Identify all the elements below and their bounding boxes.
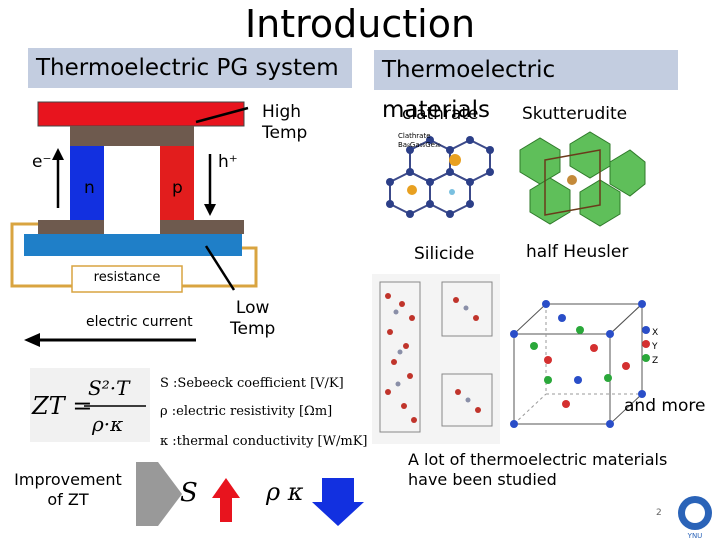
high-temp-pointer (195, 106, 249, 124)
and-more-label: and more (624, 396, 706, 416)
improvement-label: Improvement of ZT (14, 470, 122, 509)
current-arrow-icon (24, 333, 40, 347)
page-title: Introduction (244, 2, 476, 46)
half-heusler-label: half Heusler (526, 242, 629, 262)
hole-label: h⁺ (218, 152, 238, 172)
skutterudite-label: Skutterudite (522, 104, 628, 124)
electric-current-label: electric current (86, 314, 193, 330)
clathrate-label: clathrate (402, 104, 479, 124)
resistance-box (71, 265, 183, 293)
clathrate-structure-image (374, 128, 498, 232)
zt-numerator: S²·T (88, 376, 130, 400)
page-number: 2 (656, 508, 662, 518)
materials-note: A lot of thermoelectric materials have b… (408, 450, 668, 489)
high-temp-label: High Temp (262, 102, 308, 143)
half-heusler-structure-image (510, 300, 650, 428)
silicide-label: Silicide (414, 244, 475, 264)
low-temp-label: Low Temp (230, 298, 276, 339)
top-electrode (70, 126, 194, 146)
resistivity-definition: ρ :electric resistivity [Ωm] (160, 404, 333, 419)
cold-plate (24, 234, 242, 256)
electron-label: e⁻ (32, 152, 52, 172)
low-temp-pointer (204, 245, 236, 291)
p-type-label: p (172, 178, 183, 198)
zt-denominator: ρ·κ (92, 412, 124, 436)
electron-arrow-icon (52, 148, 64, 160)
decrease-arrow-icon (312, 478, 364, 526)
hot-plate (37, 101, 245, 127)
zt-lhs: ZT = (32, 392, 93, 420)
formula-background (30, 368, 150, 442)
silicide-atoms (385, 293, 481, 423)
resistance-label: resistance (93, 270, 161, 285)
p-type-leg (160, 146, 194, 220)
n-type-label: n (84, 178, 95, 198)
clathrate-caption: Clathrate Ba₈Ga₁₆Ge₃₀ (398, 132, 441, 149)
skutterudite-structure-image (514, 130, 646, 232)
n-type-leg (70, 146, 104, 220)
university-logo-icon: YNU (678, 496, 712, 540)
improvement-arrow-icon (136, 462, 182, 526)
seebeck-definition: S :Sebeeck coefficient [V/K] (160, 376, 344, 391)
left-section-header: Thermoelectric PG system (28, 48, 352, 88)
rho-kappa-symbol: ρ κ (266, 478, 304, 506)
hole-arrow-icon (204, 204, 216, 216)
bottom-electrode-right (160, 220, 244, 234)
right-section-header: Thermoelectric materials (374, 50, 678, 123)
heusler-legend: X Y Z (652, 328, 659, 366)
increase-arrow-icon (212, 478, 240, 522)
bottom-electrode-left (38, 220, 104, 234)
silicide-structure-image (372, 274, 500, 444)
seebeck-symbol: S (180, 478, 198, 508)
conductivity-definition: κ :thermal conductivity [W/mK] (160, 434, 368, 449)
